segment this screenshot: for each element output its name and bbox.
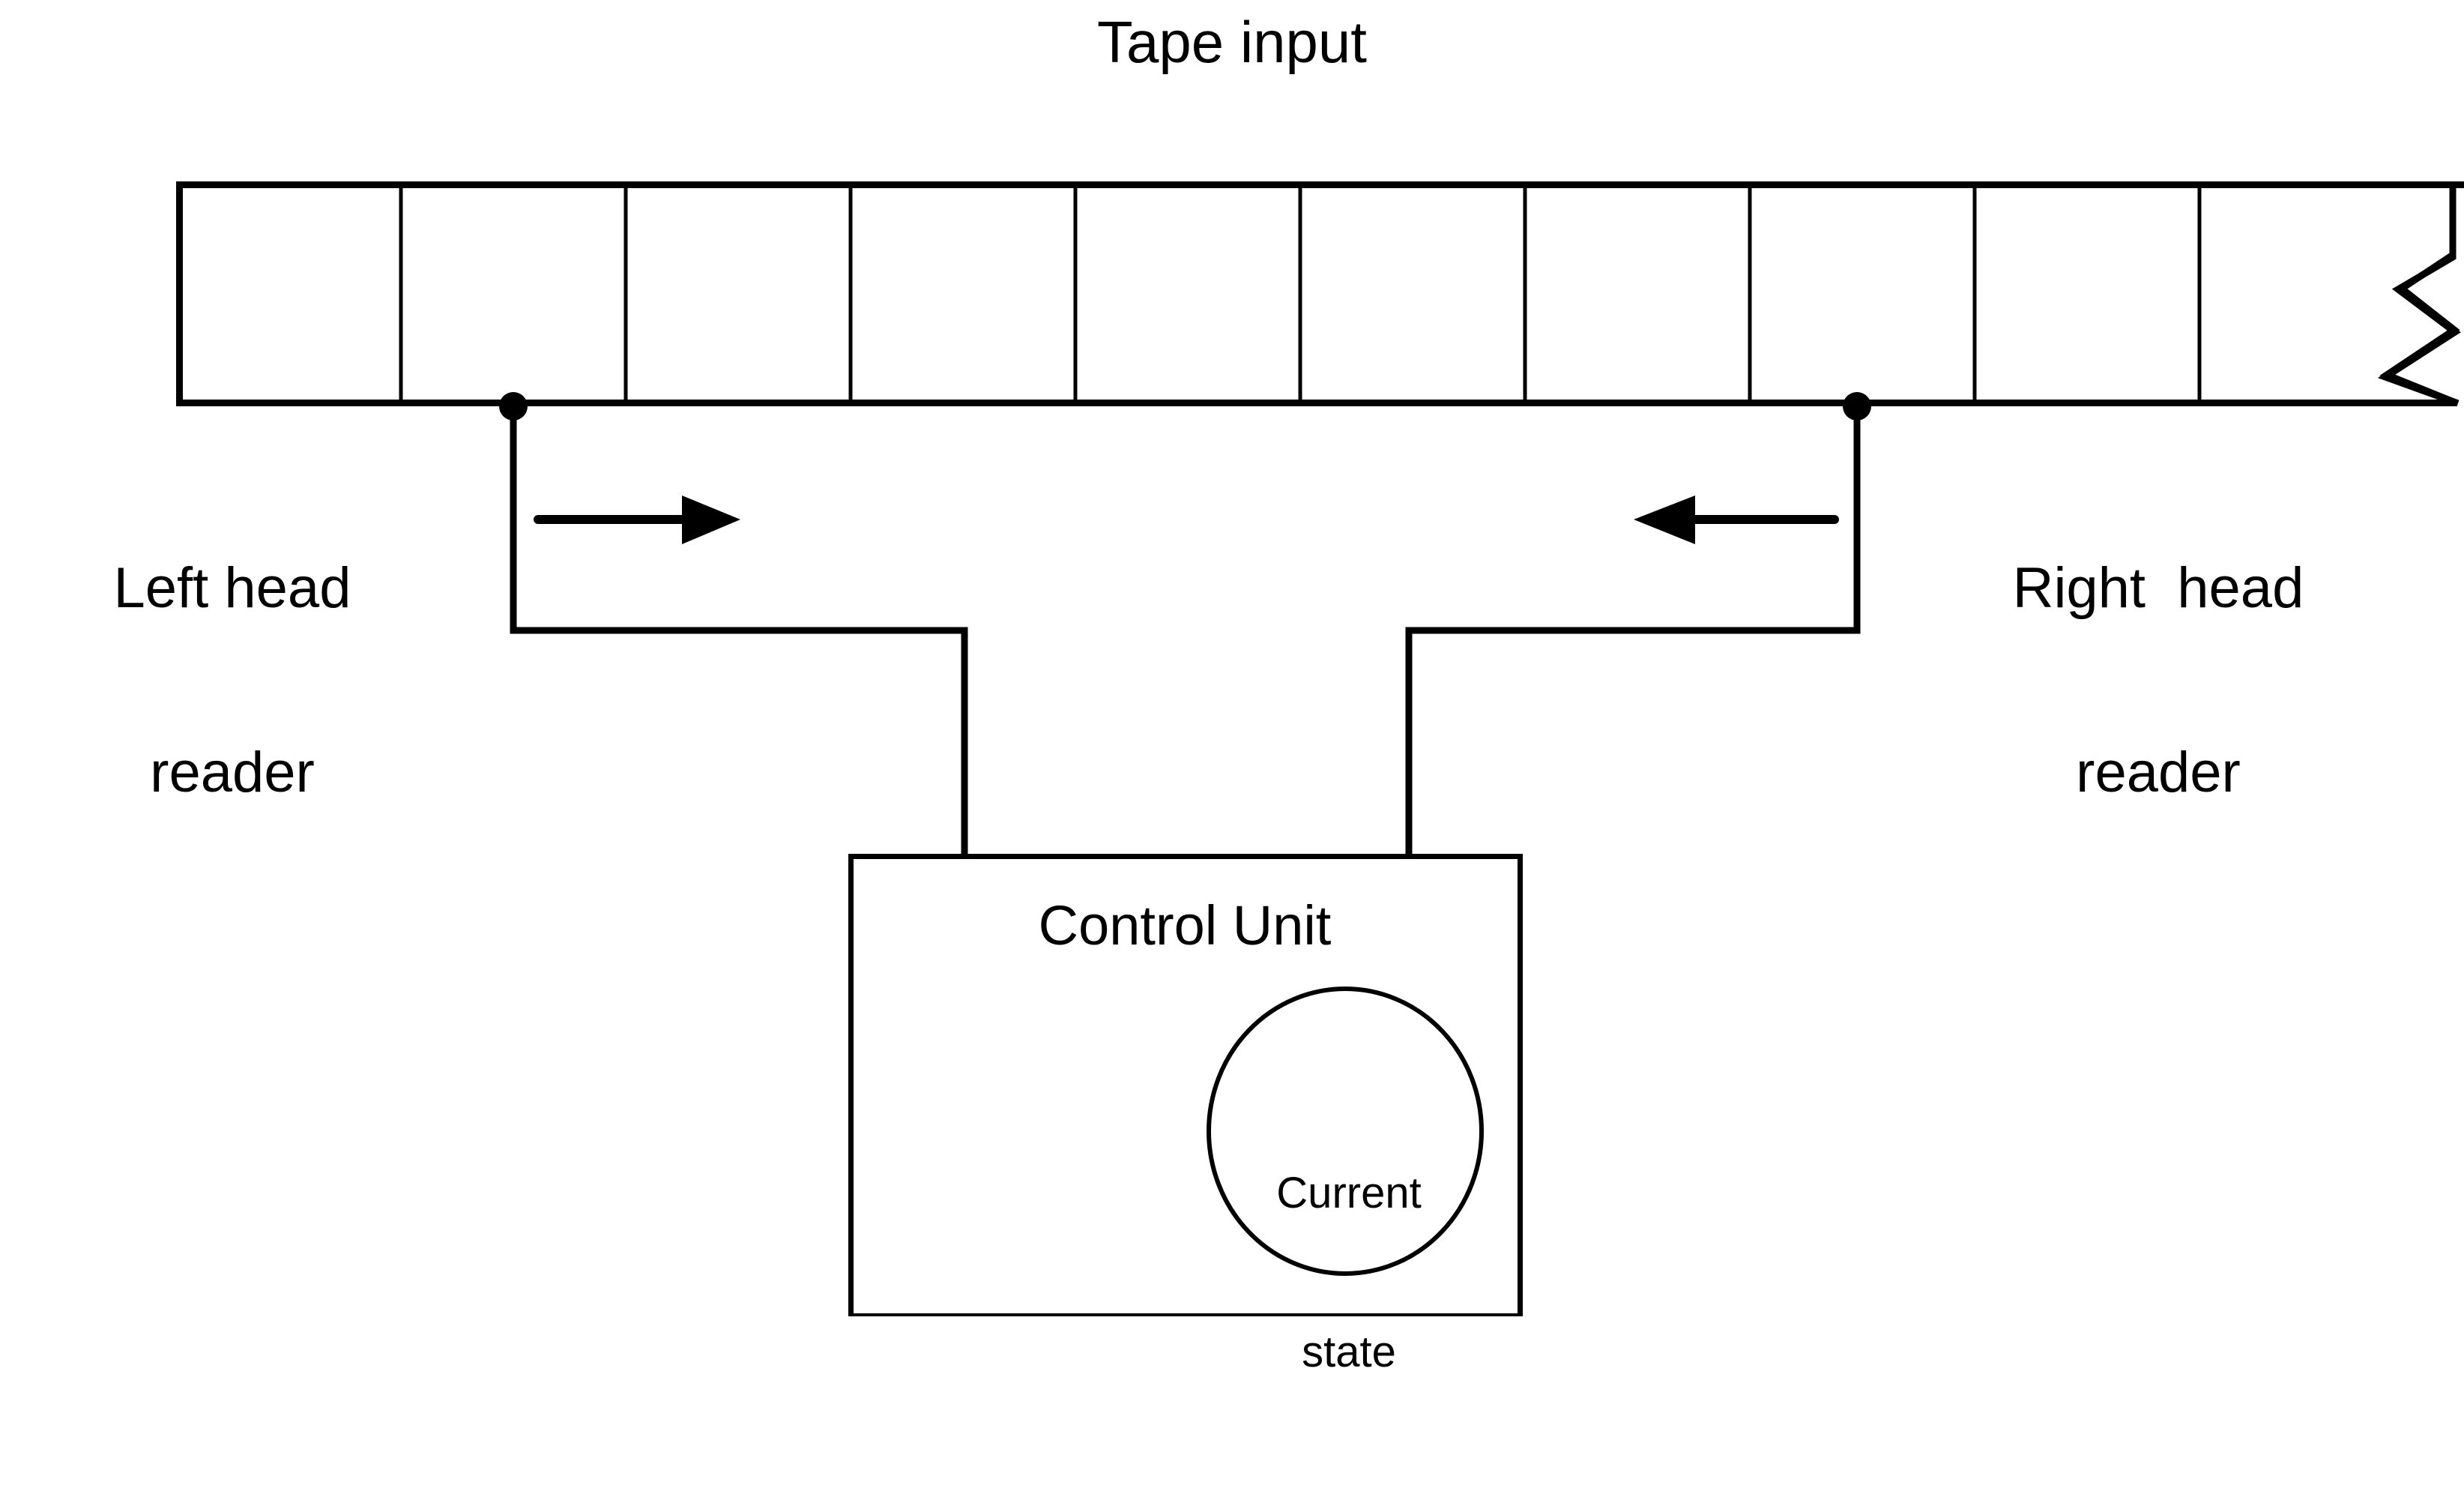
- left-head-dot: [499, 392, 528, 421]
- left-head-reader-label-line2: reader: [0, 742, 465, 804]
- right-head-reader-label-line2: reader: [1918, 742, 2398, 804]
- right-head-reader-label: Right head reader: [1918, 435, 2398, 927]
- tape-group: [176, 181, 2464, 406]
- right-head-reader-label-line1: Right head: [1918, 558, 2398, 619]
- control-unit-title: Control Unit: [848, 896, 1521, 956]
- current-state-label-line1: Current: [1199, 1167, 1499, 1220]
- left-head-wire: [513, 406, 964, 856]
- current-state-label-line2: state: [1199, 1326, 1499, 1379]
- left-head-direction-arrow-icon: [538, 495, 740, 544]
- left-head-reader-label-line1: Left head: [0, 558, 465, 619]
- right-head-dot: [1843, 392, 1871, 421]
- current-state-label: Current state: [1199, 1061, 1499, 1485]
- right-head-wire: [1409, 406, 1857, 856]
- tape-input-title: Tape input: [0, 10, 2464, 73]
- right-head-direction-arrow-icon: [1634, 495, 1835, 544]
- tape-outline: [180, 185, 2464, 403]
- turing-machine-diagram: Tape input Left head reader Right head r…: [0, 0, 2464, 1316]
- left-head-reader-label: Left head reader: [0, 435, 465, 927]
